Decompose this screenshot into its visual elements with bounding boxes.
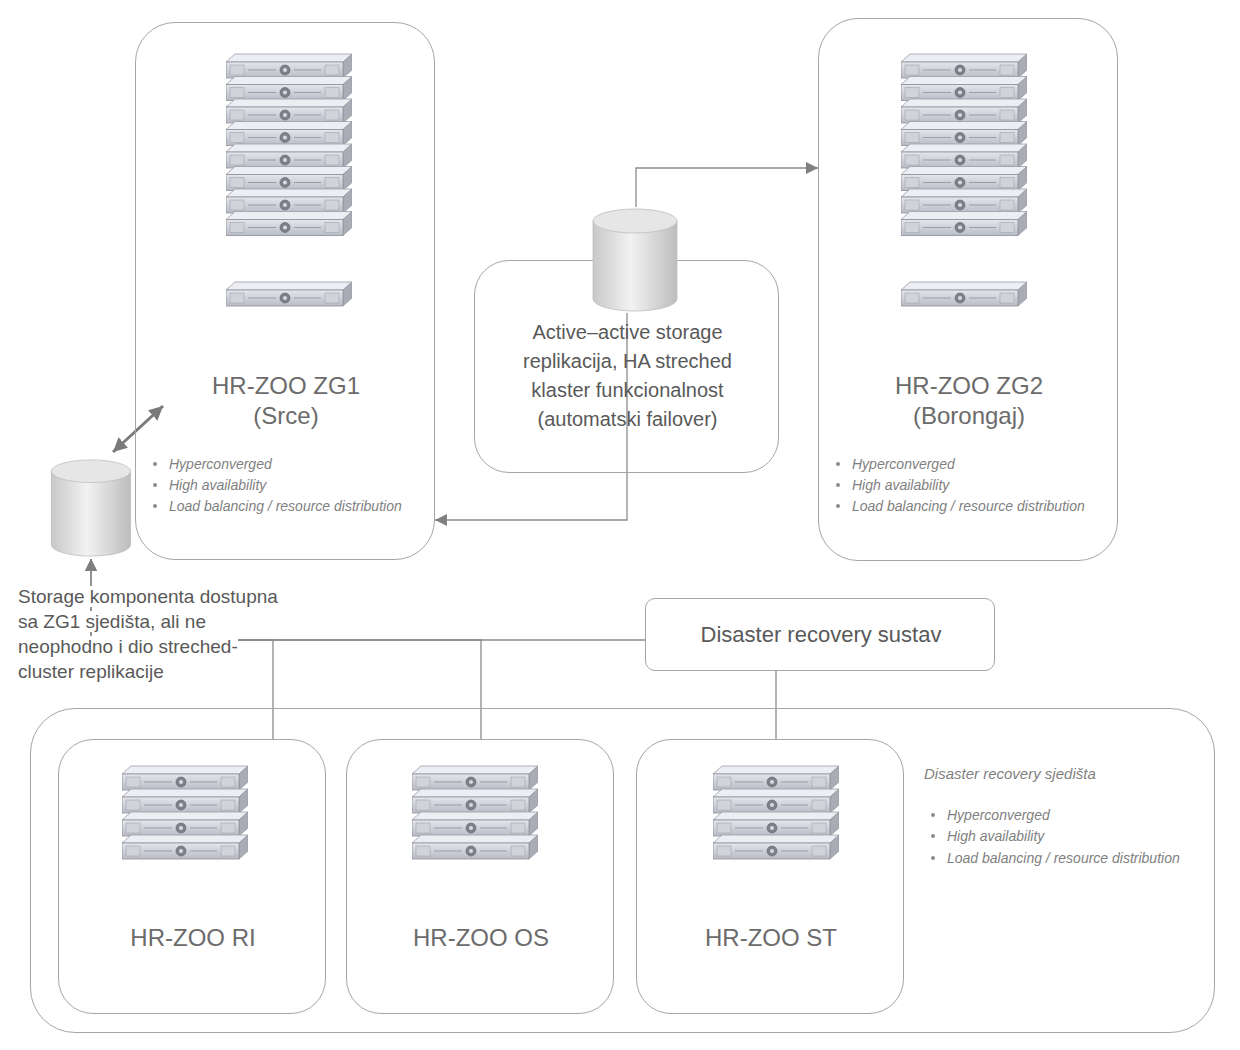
server-unit xyxy=(226,144,352,168)
cylinder-icon xyxy=(47,458,135,558)
server-unit xyxy=(412,766,538,790)
server-unit xyxy=(226,212,352,236)
server-unit xyxy=(226,282,352,306)
server-unit xyxy=(226,77,352,101)
server-unit xyxy=(713,835,839,859)
server-unit xyxy=(713,766,839,790)
box-label: Disaster recovery sustav xyxy=(646,621,996,649)
feature-bullet: High availability xyxy=(947,827,1209,845)
site-box: Active–active storage replikacija, HA st… xyxy=(474,260,779,473)
server-unit xyxy=(122,766,248,790)
server-unit xyxy=(226,122,352,146)
box-label: Disaster recovery sjedišta xyxy=(924,764,1194,783)
feature-bullet: Load balancing / resource distribution xyxy=(947,849,1209,867)
site-title: HR-ZOO ZG2 (Borongaj) xyxy=(884,371,1054,431)
storage-cylinder xyxy=(47,458,135,558)
cylinder-top xyxy=(593,209,677,233)
cylinder-icon xyxy=(591,207,679,313)
connector xyxy=(636,168,818,207)
server-unit xyxy=(226,189,352,213)
note-wrapper: Storage komponenta dostupna sa ZG1 sjedi… xyxy=(18,584,282,684)
server-unit xyxy=(901,122,1027,146)
server-unit xyxy=(226,99,352,123)
server-unit xyxy=(901,189,1027,213)
server-unit xyxy=(412,835,538,859)
site-title: HR-ZOO OS xyxy=(347,923,615,953)
server-unit xyxy=(901,77,1027,101)
server-unit xyxy=(412,812,538,836)
server-unit xyxy=(901,167,1027,191)
cylinder-body xyxy=(51,471,130,556)
site-box: HR-ZOO ZG1 (Srce) HyperconvergedHigh avai… xyxy=(135,22,435,560)
cylinder-body xyxy=(593,221,677,311)
server-unit xyxy=(226,167,352,191)
site-box: HR-ZOO OS xyxy=(346,739,614,1014)
server-unit xyxy=(122,789,248,813)
server-unit xyxy=(901,54,1027,78)
feature-bullet: Load balancing / resource distribution xyxy=(852,497,1114,515)
server-unit xyxy=(412,789,538,813)
server-unit xyxy=(122,835,248,859)
box-label: Active–active storage replikacija, HA st… xyxy=(510,318,745,434)
server-unit xyxy=(901,99,1027,123)
feature-bullet: Hyperconverged xyxy=(852,455,1114,473)
site-title: HR-ZOO ZG1 (Srce) xyxy=(186,371,386,431)
feature-bullet: Hyperconverged xyxy=(947,806,1209,824)
storage-cylinder xyxy=(591,207,679,313)
server-unit xyxy=(122,812,248,836)
site-box: HR-ZOO RI xyxy=(58,739,326,1014)
server-unit xyxy=(713,789,839,813)
server-unit xyxy=(226,54,352,78)
storage-note: Storage komponenta dostupna sa ZG1 sjedi… xyxy=(18,586,278,682)
feature-bullet: Load balancing / resource distribution xyxy=(169,497,431,515)
site-box: Disaster recovery sustav xyxy=(645,598,995,671)
connector xyxy=(113,406,163,452)
connector xyxy=(775,671,776,739)
site-title: HR-ZOO ST xyxy=(637,923,905,953)
feature-bullet: High availability xyxy=(169,476,431,494)
cylinder-top xyxy=(51,460,130,483)
feature-bullet: High availability xyxy=(852,476,1114,494)
site-title: HR-ZOO RI xyxy=(59,923,327,953)
feature-bullet: Hyperconverged xyxy=(169,455,431,473)
site-group-band: Disaster recovery sjedištaHyperconverged… xyxy=(30,708,1215,1033)
server-unit xyxy=(901,212,1027,236)
server-unit xyxy=(901,282,1027,306)
site-box: HR-ZOO ZG2 (Borongaj) HyperconvergedHigh … xyxy=(818,18,1118,561)
server-unit xyxy=(713,812,839,836)
site-box: HR-ZOO ST xyxy=(636,739,904,1014)
server-unit xyxy=(901,144,1027,168)
